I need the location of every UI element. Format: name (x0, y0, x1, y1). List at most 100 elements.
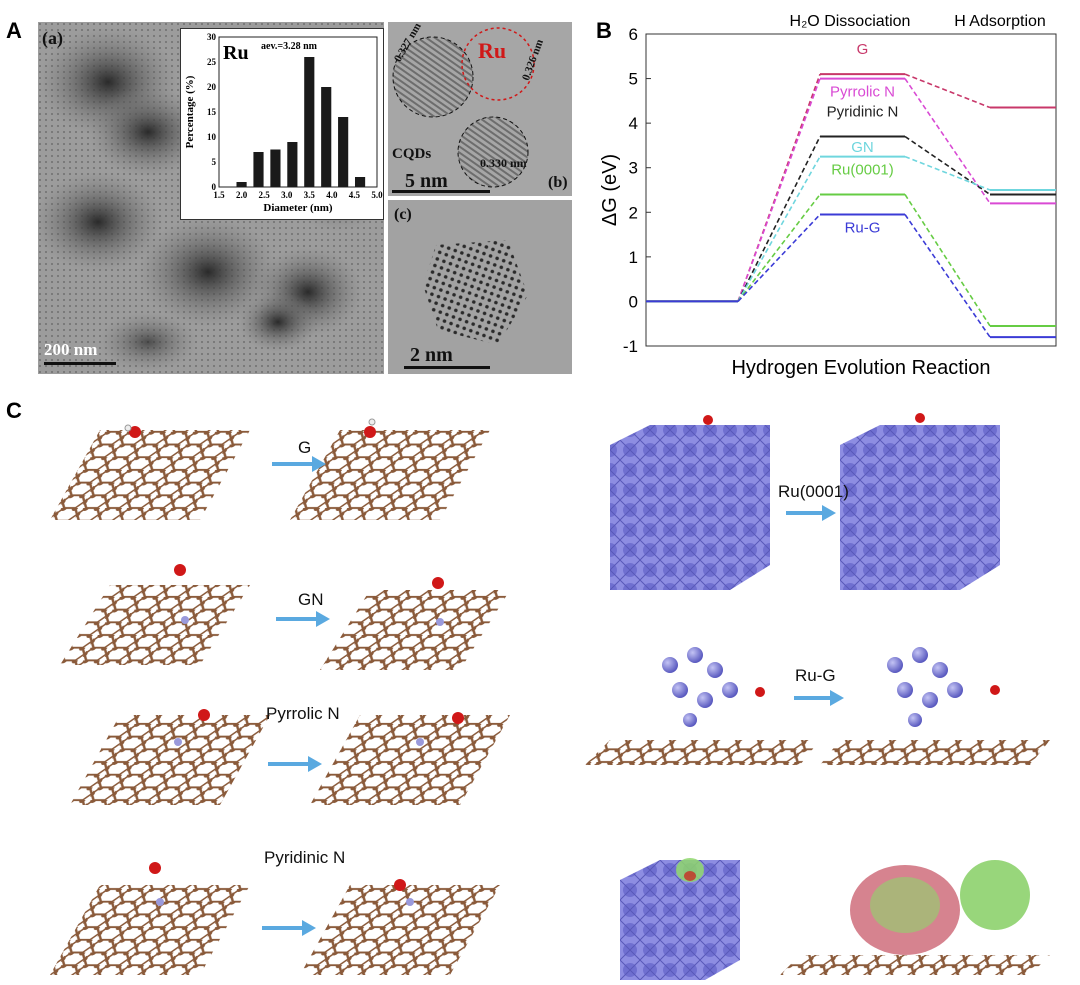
tem-image-b (388, 22, 572, 196)
histogram-bar (236, 182, 247, 187)
histogram-y-tick: 15 (207, 107, 217, 117)
series-label: GN (851, 139, 874, 156)
energy-y-tick: 2 (629, 203, 638, 222)
histogram-y-tick: 10 (207, 132, 217, 142)
energy-y-tick: 3 (629, 159, 638, 178)
scale-label-a: 200 nm (44, 340, 98, 359)
energy-y-tick: 0 (629, 292, 638, 311)
histogram-y-tick: 25 (207, 57, 217, 67)
energy-diagram: 6 5 4 3 2 1 0 -1 ΔG (eV) Hydrogen Evolution React… (600, 13, 1057, 379)
label-gn: GN (298, 590, 324, 609)
graphene-pyridinic-initial (50, 862, 250, 975)
graphene-gn-final (320, 577, 510, 670)
charge-density-ru-g (780, 860, 1050, 975)
histogram-x-tick: 4.0 (326, 190, 338, 200)
header-h2o-dissociation: H₂O Dissociation (790, 13, 911, 30)
series-ru-g: Ru-G (646, 213, 1056, 339)
graphene-gn-initial (60, 564, 250, 665)
histogram-bar (321, 87, 332, 187)
arrow-g (272, 456, 326, 472)
series-pyrrolic-n: Pyrrolic N (646, 77, 1056, 303)
histogram-y-tick: 30 (207, 32, 217, 42)
arrow-pyrrolic (268, 756, 322, 772)
label-pyridinic: Pyridinic N (264, 848, 346, 867)
scale-label-b: 5 nm (405, 170, 448, 192)
cqd-label: CQDs (392, 146, 432, 162)
histogram-y-tick: 5 (212, 157, 217, 167)
arrow-pyridinic (262, 920, 316, 936)
scale-bar-b (392, 190, 490, 193)
scale-label-c: 2 nm (410, 344, 453, 366)
histogram-x-tick: 2.0 (236, 190, 248, 200)
tem-texture-b (388, 22, 572, 196)
panel-letter-b: B (596, 18, 612, 43)
graphene-g-initial (50, 424, 250, 520)
graphene-pyridinic-final (300, 879, 500, 975)
energy-xlabel: Hydrogen Evolution Reaction (731, 357, 990, 379)
label-ru0001: Ru(0001) (778, 482, 849, 501)
series-label: Ru(0001) (831, 161, 894, 178)
subpanel-a-label: (a) (42, 28, 63, 48)
arrow-ru-g (794, 690, 844, 706)
histogram-x-tick: 4.5 (349, 190, 361, 200)
ru-circle-label: Ru (478, 38, 507, 63)
energy-transition (737, 193, 821, 302)
series-label: Pyrrolic N (830, 83, 895, 100)
histogram-bar (287, 142, 298, 187)
panel-letter-c: C (6, 398, 22, 423)
series-label: Pyridinic N (827, 103, 899, 120)
energy-transition (737, 136, 821, 302)
arrow-gn (276, 611, 330, 627)
tem-image-c (388, 200, 572, 374)
series-label: G (857, 41, 869, 58)
histogram-frame (218, 36, 378, 188)
histogram-title: Ru (223, 42, 249, 64)
header-h-adsorption: H Adsorption (954, 13, 1046, 30)
histogram-y-tick: 0 (212, 182, 217, 192)
subpanel-b-label: (b) (548, 174, 568, 191)
energy-transition (904, 135, 991, 196)
graphene-pyrrolic-initial (70, 709, 270, 805)
series-label: Ru-G (845, 219, 881, 236)
energy-transition (904, 214, 991, 338)
label-g: G (298, 438, 312, 457)
label-ru-g: Ru-G (795, 666, 836, 685)
energy-y-tick: -1 (623, 337, 638, 356)
tem-texture-c (388, 200, 572, 374)
energy-transition (904, 194, 991, 327)
histogram-x-tick: 3.0 (281, 190, 293, 200)
histogram-bar (304, 57, 315, 187)
histogram-x-tick: 5.0 (371, 190, 383, 200)
energy-y-tick: 1 (629, 248, 638, 267)
charge-density-ru0001 (620, 858, 740, 980)
energy-y-tick: 4 (629, 114, 638, 133)
histogram-y-tick: 20 (207, 82, 217, 92)
ru-g-final (820, 647, 1050, 765)
histogram-x-tick: 2.5 (259, 190, 271, 200)
graphene-g-final (290, 418, 490, 520)
ru-g-initial (585, 647, 820, 765)
scale-bar-a (44, 362, 116, 365)
energy-y-tick: 6 (629, 25, 638, 44)
energy-y-tick: 5 (629, 70, 638, 89)
histogram-bar (270, 149, 281, 187)
scale-bar-c (404, 366, 490, 369)
histogram-avg-label: aev.=3.28 nm (261, 41, 318, 52)
arrow-ru0001 (786, 505, 836, 521)
energy-transition (904, 78, 991, 204)
histogram-bar (253, 152, 264, 187)
series-ru-0001-: Ru(0001) (646, 161, 1056, 327)
histogram-x-tick: 1.5 (213, 190, 225, 200)
lattice-label-3: 0.330 nm (480, 156, 527, 170)
histogram-bar (354, 177, 366, 187)
ru0001-slab-initial (610, 415, 770, 590)
energy-ylabel: ΔG (eV) (600, 154, 621, 226)
histogram-x-tick: 3.5 (304, 190, 316, 200)
subpanel-c-label: (c) (394, 206, 412, 223)
energy-transition (904, 155, 991, 191)
label-pyrrolic: Pyrrolic N (266, 704, 340, 723)
ru0001-slab-final (840, 413, 1000, 590)
